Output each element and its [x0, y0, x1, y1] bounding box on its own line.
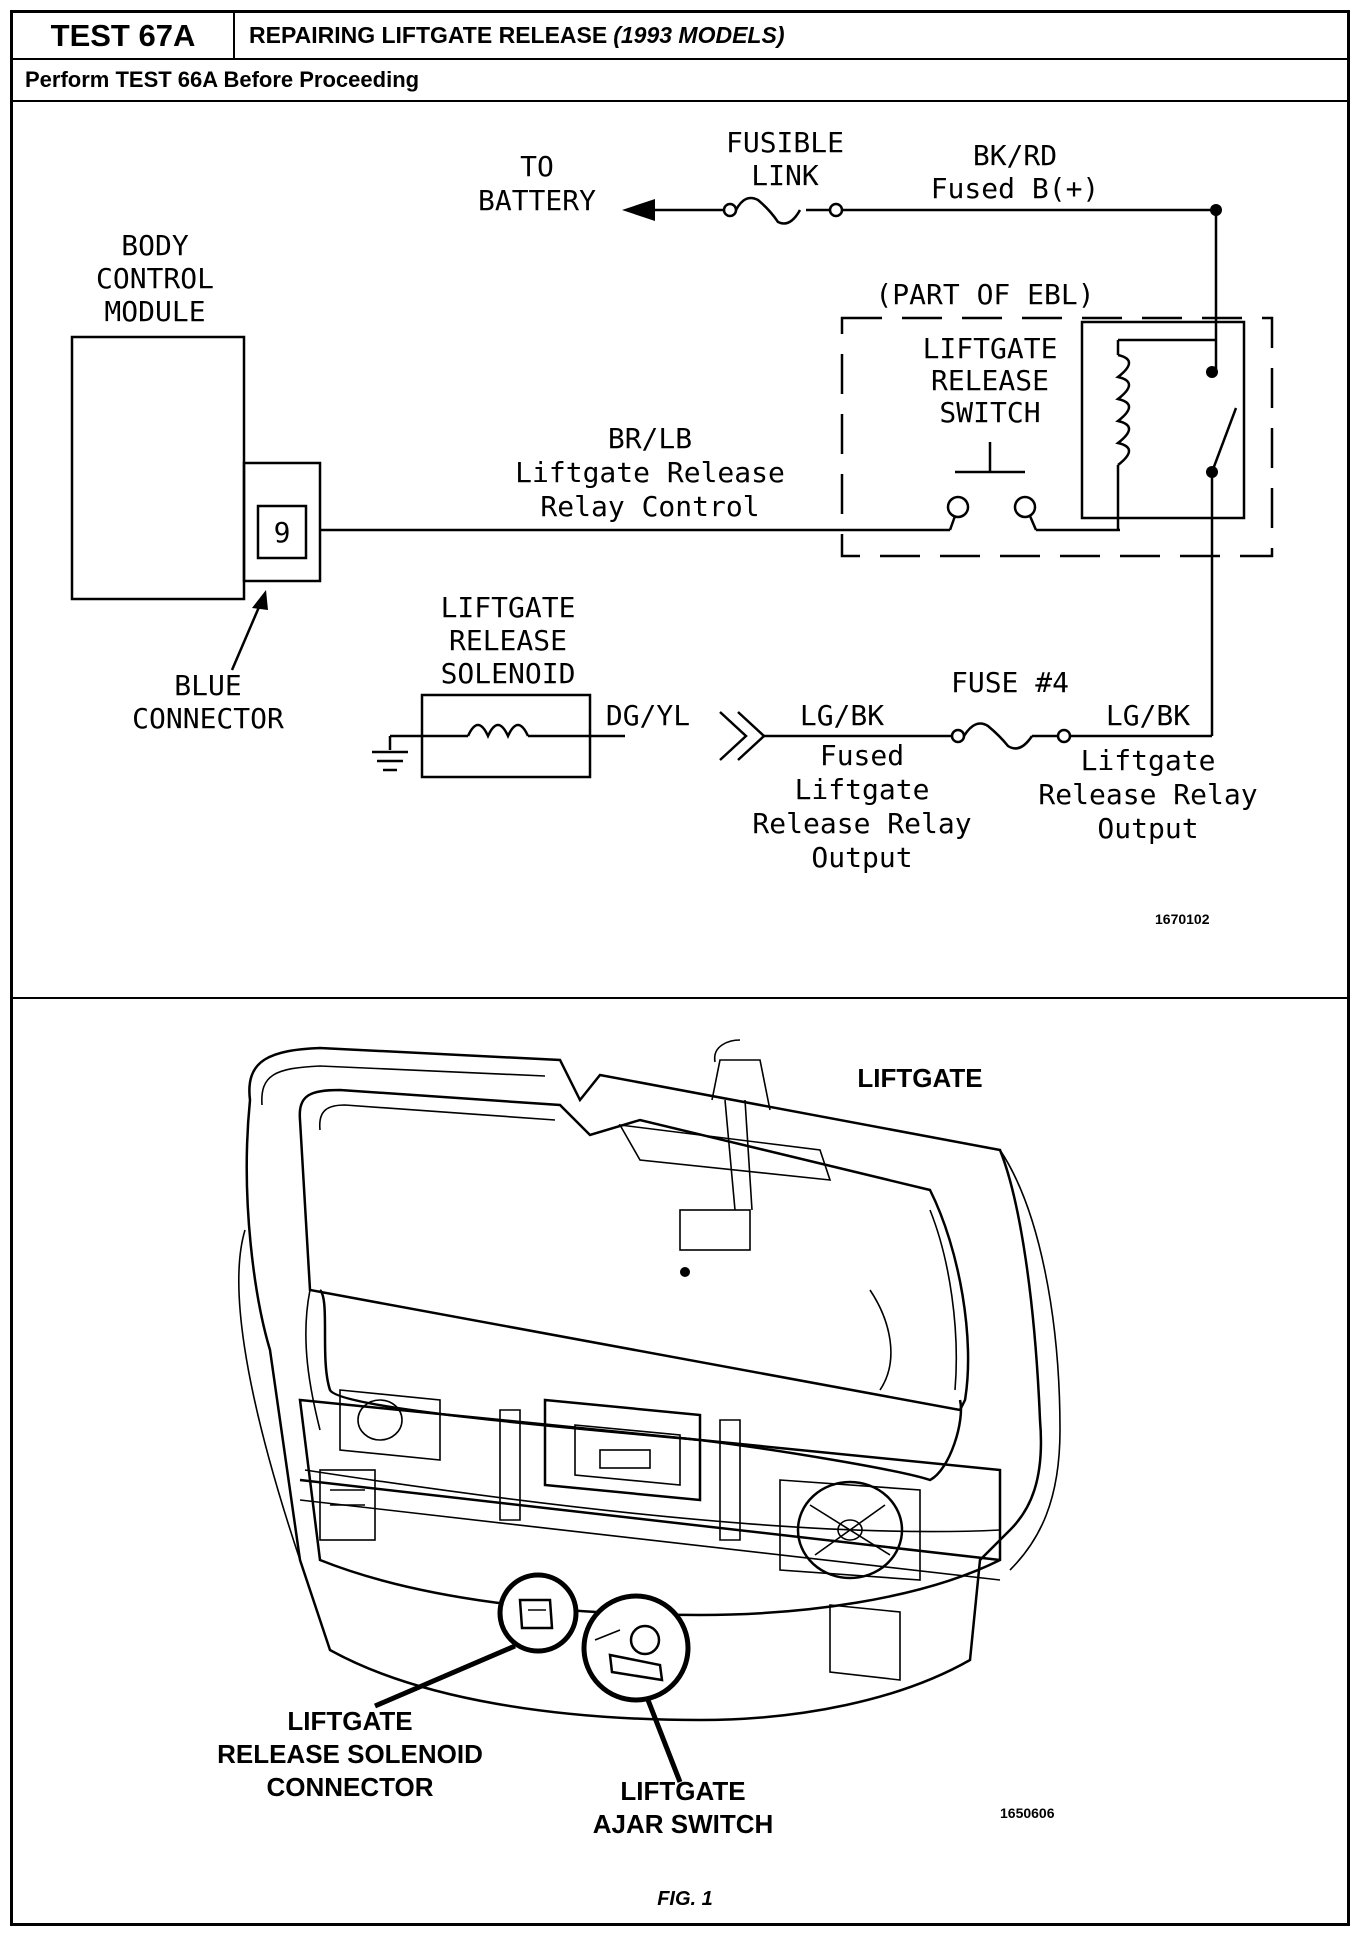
battery-arrow-icon [622, 199, 725, 221]
ajar-switch-label-2: AJAR SWITCH [593, 1809, 774, 1839]
br-lb-wire-color: BR/LB [608, 422, 692, 455]
fusible-link-symbol [722, 196, 844, 225]
relay-output-label-3: Output [1097, 812, 1198, 845]
solenoid-label-1: LIFTGATE [441, 591, 576, 624]
blue-connector-label-1: BLUE [174, 669, 241, 702]
relay-output-label-2: Release Relay [1038, 778, 1257, 811]
inner-panel [298, 1398, 1002, 1617]
fuse-4-symbol [950, 722, 1072, 750]
solenoid-connector-leader [374, 1643, 516, 1709]
dg-yl-wire-color: DG/YL [606, 699, 690, 732]
switch-label-3: SWITCH [939, 396, 1040, 429]
solenoid-connector-label-3: CONNECTOR [266, 1772, 433, 1802]
fused-b-plus-label: Fused B(+) [931, 172, 1100, 205]
pushbutton-switch-symbol [946, 442, 1038, 531]
solenoid-label-2: RELEASE [449, 624, 567, 657]
relay-contact-icon [1202, 320, 1238, 730]
liftgate-label: LIFTGATE [857, 1063, 982, 1093]
wiper-motor-assembly [618, 1039, 832, 1277]
solenoid-label-3: SOLENOID [441, 657, 576, 690]
test-id: TEST 67A [13, 13, 235, 60]
ajar-switch-leader [645, 1699, 683, 1783]
liftgate-window-opening [298, 1088, 970, 1412]
inline-connector-icon [719, 711, 766, 761]
speaker-icon [796, 1480, 904, 1580]
blue-connector-pointer [230, 599, 264, 671]
relay-box [1080, 320, 1246, 520]
bcm-label-3: MODULE [104, 295, 205, 328]
fused-output-label-2: Liftgate [795, 773, 930, 806]
relay-control-label-1: Liftgate Release [515, 456, 785, 489]
pin-number: 9 [274, 516, 291, 549]
lg-bk-right-wire-color: LG/BK [1106, 699, 1190, 732]
solenoid-connector-label-1: LIFTGATE [287, 1706, 412, 1736]
to-battery-label-1: TO [520, 150, 554, 183]
left-latch-module [319, 1469, 376, 1541]
ajar-switch-callout-circle [581, 1593, 691, 1703]
test-title-text: REPAIRING LIFTGATE RELEASE [249, 22, 608, 48]
test-title-models: (1993 MODELS) [613, 22, 785, 48]
bk-rd-wire-color: BK/RD [973, 139, 1057, 172]
liftgate-illustration: LIFTGATE LIFTGATE RELEASE SOLENOID CONNE… [217, 1039, 1061, 1910]
blue-connector-label-2: CONNECTOR [132, 702, 284, 735]
ebl-dashed-enclosure [840, 316, 1274, 558]
relay-control-label-2: Relay Control [540, 490, 759, 523]
schematic-ref-id: 1670102 [1155, 911, 1210, 927]
fused-output-label-3: Release Relay [752, 807, 971, 840]
ajar-switch-label-1: LIFTGATE [620, 1776, 745, 1806]
fused-output-label-1: Fused [820, 739, 904, 772]
blue-connector-housing [242, 461, 322, 583]
wiring-schematic: TO BATTERY FUSIBLE LINK BK/RD Fused B(+)… [70, 126, 1274, 927]
fusible-link-label-2: LINK [751, 159, 819, 192]
solenoid-connector-label-2: RELEASE SOLENOID [217, 1739, 483, 1769]
relay-coil-icon [1115, 338, 1202, 530]
page-frame: TEST 67A REPAIRING LIFTGATE RELEASE (199… [10, 10, 1350, 1926]
switch-label-2: RELEASE [931, 364, 1049, 397]
section-divider [13, 997, 1347, 999]
solenoid-coil-icon [390, 723, 625, 740]
relay-output-label-1: Liftgate [1081, 744, 1216, 777]
body-control-module-box [70, 335, 246, 601]
lg-bk-left-wire-color: LG/BK [800, 699, 884, 732]
figure-caption: FIG. 1 [657, 1888, 713, 1910]
test-title: REPAIRING LIFTGATE RELEASE (1993 MODELS) [235, 13, 1347, 60]
prerequisite-note: Perform TEST 66A Before Proceeding [13, 60, 1347, 102]
illustration-ref-id: 1650606 [1000, 1805, 1055, 1821]
bcm-label-2: CONTROL [96, 262, 214, 295]
solenoid-connector-callout-circle [497, 1572, 579, 1654]
ebl-label: (PART OF EBL) [875, 278, 1094, 311]
bcm-label-1: BODY [121, 229, 189, 262]
fuse-4-label: FUSE #4 [951, 666, 1069, 699]
center-license-recess [543, 1398, 702, 1502]
fused-output-label-4: Output [811, 841, 912, 874]
pointer-arrowhead-icon [252, 590, 268, 610]
to-battery-label-2: BATTERY [478, 184, 596, 217]
pin-9-box [256, 504, 308, 560]
fusible-link-label-1: FUSIBLE [726, 126, 844, 159]
switch-label-1: LIFTGATE [923, 332, 1058, 365]
ground-icon [372, 736, 408, 772]
wiring-harness [318, 1289, 963, 1482]
